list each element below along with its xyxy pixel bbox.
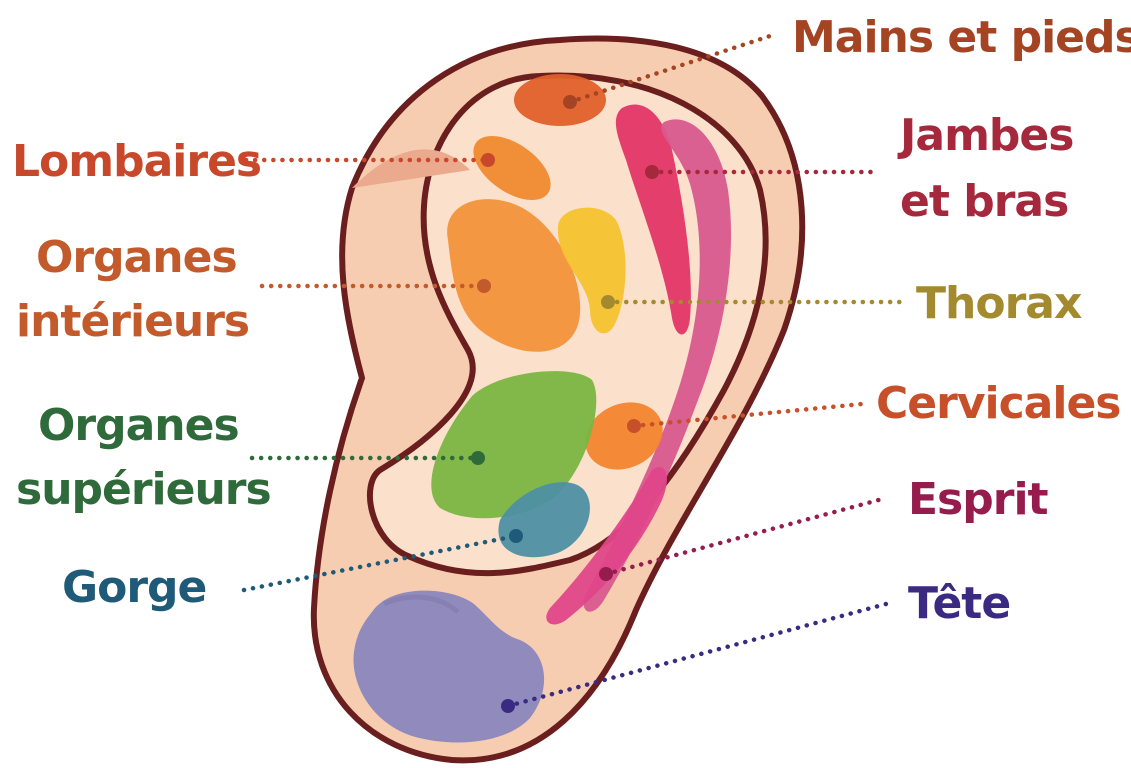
label-organes-interieurs: Organes intérieurs: [16, 232, 251, 347]
label-lombaires: Lombaires: [12, 136, 261, 187]
label-gorge: Gorge: [62, 562, 206, 613]
label-jambes-et-bras: Jambes et bras: [897, 110, 1088, 227]
label-organes-superieurs: Organes supérieurs: [16, 400, 271, 515]
dot-mains: [563, 95, 577, 109]
dot-lombaires: [481, 153, 495, 167]
dot-organes-int: [477, 279, 491, 293]
label-mains-et-pieds: Mains et pieds: [792, 12, 1131, 63]
dot-organes-sup: [471, 451, 485, 465]
dot-thorax: [601, 295, 615, 309]
dot-tete: [501, 699, 515, 713]
dot-jambes: [645, 165, 659, 179]
label-thorax: Thorax: [916, 278, 1082, 329]
zone-mains-et-pieds: [514, 74, 606, 126]
label-tete: Tête: [908, 578, 1010, 629]
label-esprit: Esprit: [908, 474, 1049, 525]
dot-gorge: [509, 529, 523, 543]
dot-esprit: [599, 567, 613, 581]
label-cervicales: Cervicales: [876, 378, 1120, 429]
dot-cervicales: [627, 419, 641, 433]
